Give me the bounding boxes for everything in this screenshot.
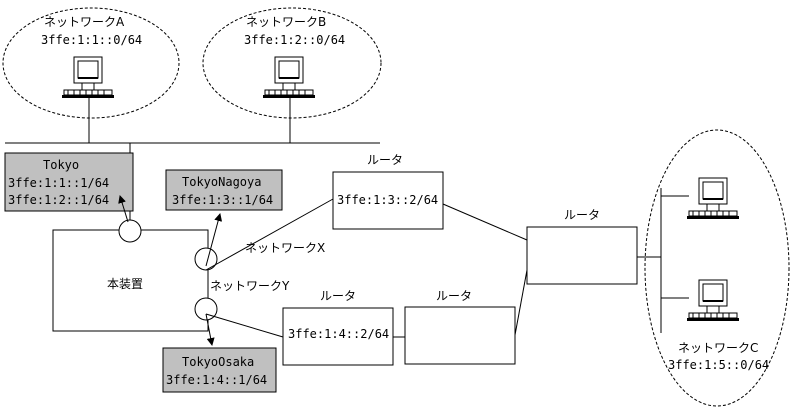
tokyo-osaka-name: TokyoOsaka [182,355,254,369]
network-c-prefix: 3ffe:1:5::0/64 [668,358,769,372]
router-c-box [526,226,638,285]
router-y-box [282,307,394,366]
router-x-addr: 3ffe:1:3::2/64 [337,193,438,207]
network-y-link [205,313,284,338]
tokyo-nagoya-box [165,169,283,211]
router-y-label: ルータ [320,289,356,303]
tokyo-nagoya-interface [194,247,218,271]
network-c-pc1-icon [686,177,740,220]
router-y-addr: 3ffe:1:4::2/64 [288,327,389,341]
network-b-prefix: 3ffe:1:2::0/64 [244,33,345,47]
tokyo-osaka-box [162,347,277,393]
network-b-label: ネットワークB [246,15,326,29]
router-z-label: ルータ [436,289,472,303]
tokyo-box [4,152,134,212]
device-box [52,229,209,332]
router-x-label: ルータ [367,153,403,167]
tokyo-nagoya-name: TokyoNagoya [182,175,261,189]
tokyo-nagoya-addr: 3ffe:1:3::1/64 [172,193,273,207]
network-b-pc-icon [262,56,316,99]
network-c-label: ネットワークC [678,341,758,355]
network-a-pc-icon [61,56,115,99]
network-a-prefix: 3ffe:1:1::0/64 [41,33,142,47]
device-label: 本装置 [107,277,143,291]
tokyo-interface [118,219,142,243]
tokyo-addr2: 3ffe:1:2::1/64 [8,193,109,207]
router-z-box [404,306,516,365]
tokyo-osaka-addr: 3ffe:1:4::1/64 [166,373,267,387]
network-a-cloud [2,7,180,119]
tokyo-addr1: 3ffe:1:1::1/64 [8,176,109,190]
network-x-link [205,198,334,271]
network-c-cloud [644,129,790,407]
network-c-pc2-icon [686,279,740,322]
network-a-label: ネットワークA [44,15,125,29]
network-x-label: ネットワークX [245,241,325,255]
tokyo-name: Tokyo [43,158,79,172]
tokyo-osaka-interface [194,297,218,321]
network-b-cloud [202,7,382,119]
router-x-box [332,171,444,230]
network-y-label: ネットワークY [210,279,290,293]
router-c-label: ルータ [564,208,600,222]
